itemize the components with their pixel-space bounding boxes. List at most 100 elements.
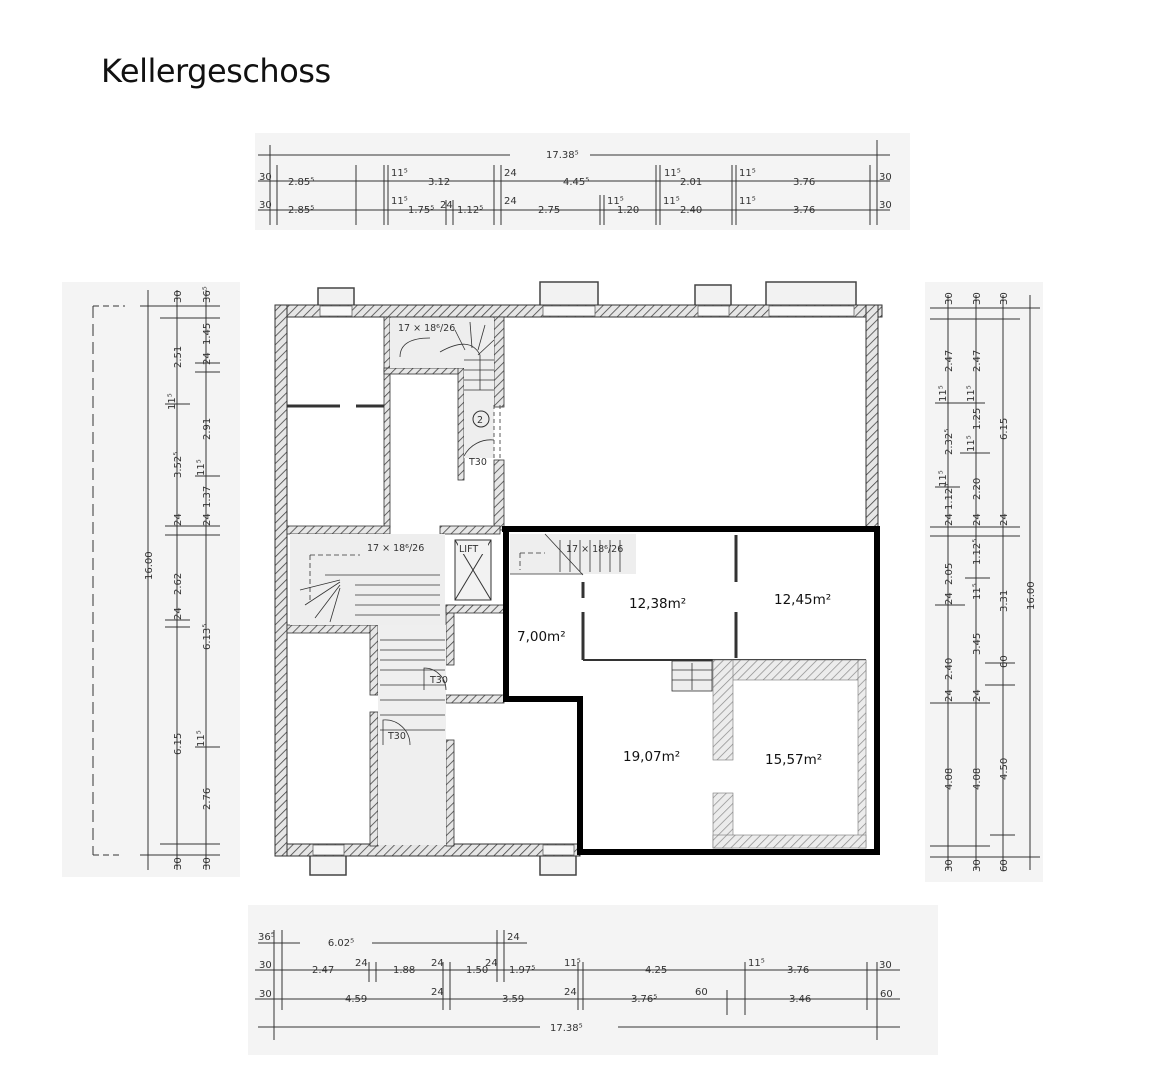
svg-text:3.76: 3.76 [793,177,815,188]
svg-text:24: 24 [173,513,184,526]
svg-text:11⁵: 11⁵ [972,583,983,600]
stair-label-middle: 17 × 18⁶/26 [367,543,424,554]
svg-text:1.97⁵: 1.97⁵ [509,965,535,976]
svg-text:30: 30 [944,859,955,872]
bottom-row2-labels: 30 4.59 24 3.59 24 3.76⁵ 60 3.46 60 [259,987,893,1005]
svg-text:1.50: 1.50 [466,965,488,976]
svg-text:30: 30 [879,960,892,971]
svg-text:11⁵: 11⁵ [938,470,949,487]
svg-text:2.40: 2.40 [680,205,702,216]
svg-text:30: 30 [259,960,272,971]
svg-text:30: 30 [944,292,955,305]
bottom-dimension-lines [255,930,900,1040]
right-dimension-band [925,282,1043,882]
svg-text:1.25: 1.25 [972,408,983,430]
svg-text:2.91: 2.91 [202,418,213,440]
svg-text:24: 24 [972,689,983,702]
svg-text:60: 60 [999,859,1010,872]
window-openings [312,305,855,856]
door-label-middle: T30 [429,675,448,686]
small-stair [671,660,713,692]
svg-text:1.12⁵: 1.12⁵ [457,205,483,216]
lift-label: LIFT [459,544,478,555]
svg-text:11⁵: 11⁵ [664,168,681,179]
unit-outline [502,526,880,855]
left-dimension-labels: 16.00 30 2.51 11⁵ 3.52⁵ 24 2.62 24 6.15 … [144,286,213,870]
svg-text:6.15: 6.15 [173,733,184,755]
svg-text:60: 60 [880,989,893,1000]
circle-label: 2 [477,415,483,426]
svg-text:30: 30 [879,200,892,211]
interior-walls [286,316,505,847]
room-area-15-57: 15,57m² [765,752,822,768]
bottom-total-dimension: 17.38⁵ [550,1023,583,1034]
left-dimension-lines [92,290,220,870]
svg-text:11⁵: 11⁵ [739,168,756,179]
page-title: Kellergeschoss [101,52,331,90]
svg-text:24: 24 [202,513,213,526]
room-area-12-38: 12,38m² [629,596,686,612]
svg-text:4.59: 4.59 [345,994,367,1005]
svg-text:24: 24 [999,513,1010,526]
middle-stair [290,534,447,845]
svg-text:1.45: 1.45 [202,323,213,345]
svg-text:30: 30 [259,172,272,183]
svg-text:3.59: 3.59 [502,994,524,1005]
svg-text:2.85⁵: 2.85⁵ [288,205,314,216]
svg-text:36⁵: 36⁵ [258,932,275,943]
svg-text:36⁵: 36⁵ [202,286,213,303]
left-dimension-band [62,282,240,877]
svg-text:11⁵: 11⁵ [663,196,680,207]
right-dimension-labels: 30 2.47 11⁵ 2.32⁵ 11⁵ 1.12⁵ 24 2.05 24 2… [938,292,1037,872]
svg-text:11⁵: 11⁵ [196,730,207,747]
svg-text:30: 30 [202,857,213,870]
svg-text:2.01: 2.01 [680,177,702,188]
svg-text:2.62: 2.62 [173,573,184,595]
right-dimension-lines [930,295,1040,870]
svg-text:3.76: 3.76 [793,205,815,216]
svg-text:3.31: 3.31 [999,590,1010,612]
svg-text:4.50: 4.50 [999,758,1010,780]
top-row2-labels: 30 2.85⁵ 11⁵ 1.75⁵ 24 1.12⁵ 24 2.75 11⁵ … [259,196,892,216]
svg-text:11⁵: 11⁵ [966,435,977,452]
svg-text:3.12: 3.12 [428,177,450,188]
door-label-upper: T30 [468,457,487,468]
svg-text:2.76: 2.76 [202,788,213,810]
svg-text:2.20: 2.20 [972,478,983,500]
svg-text:1.37: 1.37 [202,486,213,508]
svg-text:16.00: 16.00 [144,551,155,580]
svg-text:1.75⁵: 1.75⁵ [408,205,434,216]
svg-text:30: 30 [259,989,272,1000]
svg-text:3.52⁵: 3.52⁵ [173,452,184,478]
svg-text:4.08: 4.08 [972,768,983,790]
stair-label-upper: 17 × 18⁶/26 [398,323,455,334]
svg-text:2.85⁵: 2.85⁵ [288,177,314,188]
svg-text:3.45: 3.45 [972,633,983,655]
svg-text:11⁵: 11⁵ [966,385,977,402]
svg-text:30: 30 [173,290,184,303]
svg-text:16.00: 16.00 [1026,581,1037,610]
svg-text:3.46: 3.46 [789,994,811,1005]
bottom-row1-labels: 30 2.47 24 1.88 24 1.50 24 1.97⁵ 11⁵ 4.2… [259,958,892,976]
svg-text:60: 60 [695,987,708,998]
svg-text:1.20: 1.20 [617,205,639,216]
room-area-7-00: 7,00m² [517,629,566,645]
svg-text:30: 30 [972,292,983,305]
door-label-lower: T30 [387,731,406,742]
svg-text:3.76⁵: 3.76⁵ [631,994,657,1005]
bottom-row0-dimension: 6.02⁵ [328,938,354,949]
svg-text:30: 30 [972,859,983,872]
svg-text:11⁵: 11⁵ [564,958,581,969]
room-area-19-07: 19,07m² [623,749,680,765]
upper-stair [390,318,501,460]
svg-text:1.12⁵: 1.12⁵ [972,539,983,565]
svg-text:30: 30 [999,292,1010,305]
svg-text:2.51: 2.51 [173,346,184,368]
svg-text:11⁵: 11⁵ [748,958,765,969]
svg-text:11⁵: 11⁵ [167,393,178,410]
svg-text:24: 24 [972,513,983,526]
svg-text:11⁵: 11⁵ [391,168,408,179]
svg-text:24: 24 [944,689,955,702]
svg-text:24: 24 [440,200,453,211]
